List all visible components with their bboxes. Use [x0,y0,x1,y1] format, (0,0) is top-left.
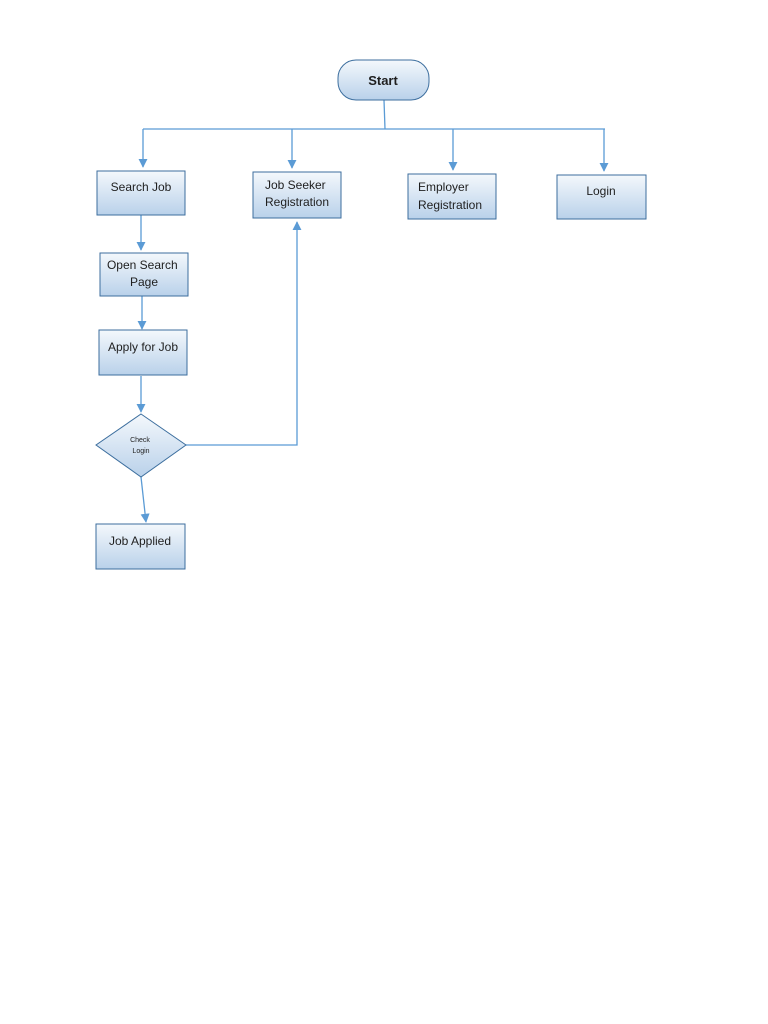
svg-text:Login: Login [586,184,615,198]
svg-text:Open Search Page: Open Search Page [107,258,181,289]
login-label: Login [586,184,615,198]
check-login-decision: Check Login [95,413,187,478]
check-login-label-line-1: Check [130,437,150,444]
svg-text:Job Seeker Registration: Job Seeker Registration [265,178,329,209]
job-applied-node: Job Applied [95,523,186,570]
open-search-page-node: Open Search Page [99,252,189,297]
svg-text:Start: Start [368,73,398,88]
job-applied-label: Job Applied [109,534,171,548]
start-label: Start [368,73,398,88]
arrow-check-login-to-job-seeker-registration [186,221,302,446]
connectors [136,99,609,523]
employer-registration-node: Employer Registration [407,173,497,220]
job-seeker-registration-label-line-2: Registration [265,195,329,209]
svg-text:Check Login: Check Login [130,437,152,455]
job-seeker-registration-node: Job Seeker Registration [252,171,342,219]
job-seeker-registration-label-line-1: Job Seeker [265,178,326,192]
search-job-label: Search Job [111,180,172,194]
open-search-page-label-line-2: Page [130,275,158,289]
login-node: Login [556,174,647,220]
open-search-page-label-line-1: Open Search [107,258,178,272]
search-job-node: Search Job [96,170,186,216]
apply-for-job-node: Apply for Job [98,329,188,376]
svg-text:Search Job: Search Job [111,180,172,194]
svg-text:Employer Registration: Employer Registration [418,180,482,212]
start-node: Start [337,59,430,101]
check-login-label-line-2: Login [132,448,149,455]
employer-registration-label-line-1: Employer [418,180,469,194]
arrow-to-job-applied [140,476,150,523]
apply-for-job-label: Apply for Job [108,340,178,354]
svg-text:Apply for Job: Apply for Job [108,340,178,354]
connector-start-down [383,99,386,130]
employer-registration-label-line-2: Registration [418,198,482,212]
svg-text:Job Applied: Job Applied [109,534,171,548]
